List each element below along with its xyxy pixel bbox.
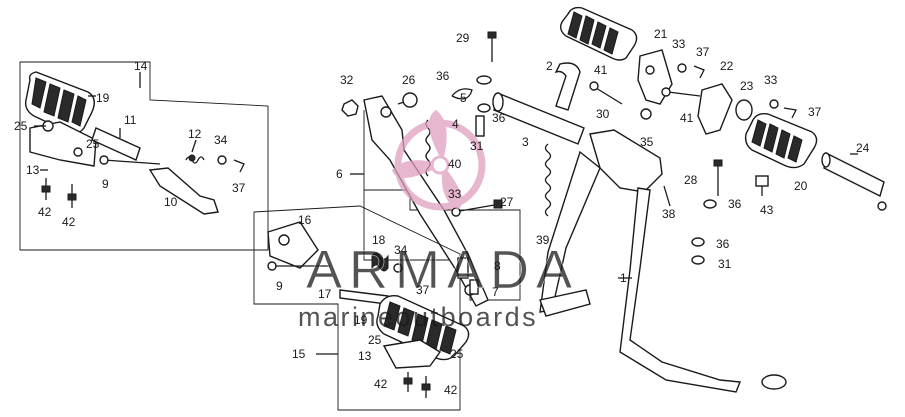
callout-18: 18 [372, 233, 386, 247]
callout-37-d: 37 [808, 105, 822, 119]
callout-36-c: 36 [728, 197, 742, 211]
callout-37-b: 37 [416, 283, 430, 297]
callout-labels: 1 2 3 4 5 6 7 8 9 9 10 11 12 13 13 14 15… [14, 27, 870, 397]
callout-12: 12 [188, 127, 202, 141]
callout-41-b: 41 [680, 111, 694, 125]
callout-43: 43 [760, 203, 774, 217]
callout-36-d: 36 [716, 237, 730, 251]
bottom-footpeg-group [253, 205, 470, 411]
callout-41-a: 41 [594, 63, 608, 77]
callout-25-a: 25 [14, 119, 28, 133]
callout-4: 4 [452, 117, 459, 131]
callout-3: 3 [522, 135, 529, 149]
callout-15: 15 [292, 347, 306, 361]
callout-42-a: 42 [38, 205, 52, 219]
callout-7: 7 [492, 285, 499, 299]
callout-19-left: 19 [96, 91, 110, 105]
main-stand [539, 129, 787, 393]
callout-31-a: 31 [470, 139, 484, 153]
callout-6: 6 [336, 167, 343, 181]
callout-38: 38 [662, 207, 676, 221]
callout-31-b: 31 [718, 257, 732, 271]
callout-5: 5 [460, 91, 467, 105]
callout-13-left: 13 [26, 163, 40, 177]
footpeg-rubber-top-right [559, 6, 638, 61]
callout-32: 32 [340, 73, 354, 87]
group-outline-14 [19, 61, 269, 251]
callout-22: 22 [720, 59, 734, 73]
callout-33-a: 33 [448, 187, 462, 201]
callout-1: 1 [620, 271, 627, 285]
callout-20: 20 [794, 179, 808, 193]
left-footpeg-group [19, 61, 269, 251]
callout-36-a: 36 [436, 69, 450, 83]
callout-29: 29 [456, 31, 470, 45]
callout-19-bottom: 19 [354, 313, 368, 327]
callout-27: 27 [500, 195, 514, 209]
callout-17: 17 [318, 287, 332, 301]
callout-40: 40 [448, 157, 462, 171]
callout-16: 16 [298, 213, 312, 227]
callout-23: 23 [740, 79, 754, 93]
footpeg-rubber-right [744, 112, 818, 169]
callout-33-c: 33 [764, 73, 778, 87]
callout-34-a: 34 [214, 133, 228, 147]
footpeg-rubber-bottom [376, 294, 470, 361]
callout-33-b: 33 [672, 37, 686, 51]
callout-36-b: 36 [492, 111, 506, 125]
callout-25-b: 25 [86, 137, 100, 151]
callout-37-c: 37 [696, 45, 710, 59]
watermark: ARMADA marineoutboards [298, 110, 579, 332]
callout-10: 10 [164, 195, 178, 209]
callout-35: 35 [640, 135, 654, 149]
callout-39: 39 [536, 233, 550, 247]
callout-37-a: 37 [232, 181, 246, 195]
callout-26: 26 [402, 73, 416, 87]
callout-11: 11 [124, 113, 137, 127]
middle-parts [451, 31, 623, 295]
watermark-tagline: marineoutboards [298, 302, 538, 332]
callout-42-c: 42 [374, 377, 388, 391]
callout-24: 24 [856, 141, 870, 155]
callout-30: 30 [596, 107, 610, 121]
callout-8: 8 [494, 259, 501, 273]
watermark-brand: ARMADA [306, 240, 579, 300]
callout-25-d: 25 [450, 347, 464, 361]
right-footpeg-parts [559, 6, 887, 265]
callout-9-left: 9 [102, 177, 109, 191]
callout-25-c: 25 [368, 333, 382, 347]
group-outline-6 [363, 110, 521, 301]
callout-28: 28 [684, 173, 698, 187]
callout-13-bottom: 13 [358, 349, 372, 363]
callout-9-bottom: 9 [276, 279, 283, 293]
callout-42-b: 42 [62, 215, 76, 229]
callout-14: 14 [134, 59, 148, 73]
callout-42-d: 42 [444, 383, 458, 397]
footpeg-rubber [24, 71, 95, 135]
callout-34-b: 34 [394, 243, 408, 257]
watermark-logo [392, 110, 486, 211]
callout-2: 2 [546, 59, 553, 73]
callout-21: 21 [654, 27, 668, 41]
